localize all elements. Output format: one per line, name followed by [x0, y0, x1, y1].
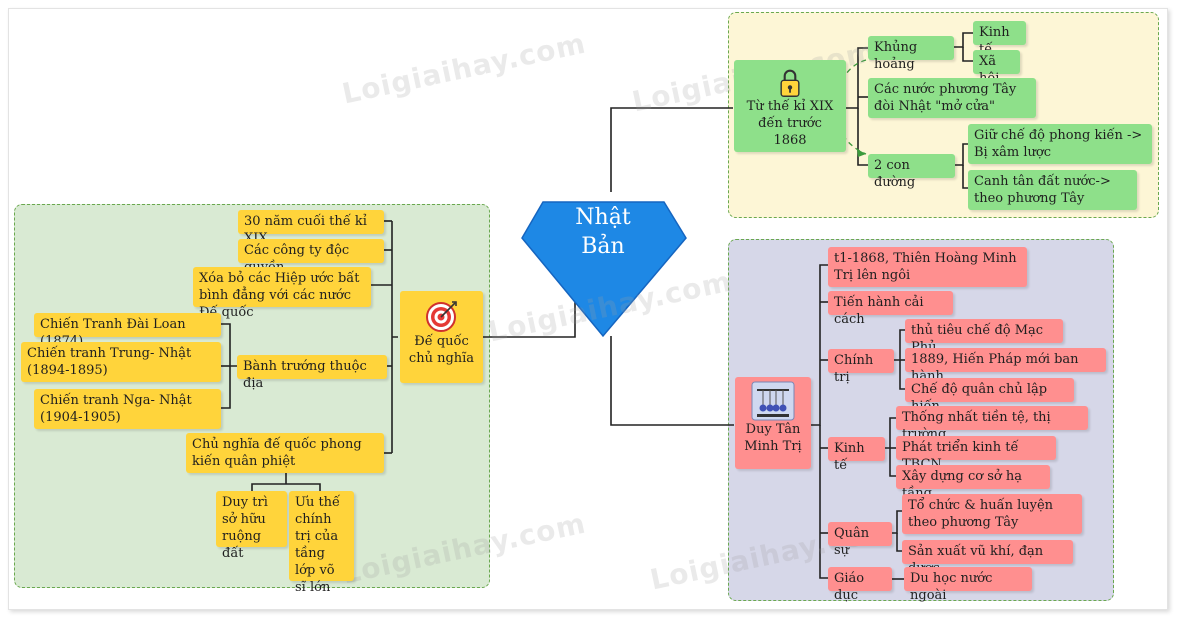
economy-node[interactable]: Kinh tế: [828, 437, 885, 473]
crisis-society[interactable]: Xã hội: [973, 50, 1020, 86]
late-19th-century-node[interactable]: 30 năm cuối thế kỉ XIX: [238, 210, 384, 246]
hub-imperialism[interactable]: Đế quốc chủ nghĩa: [400, 291, 483, 383]
economy-item-3[interactable]: Xây dựng cơ sở hạ tầng: [896, 465, 1050, 501]
crisis-node[interactable]: Khủng hoảng: [868, 36, 954, 72]
newtons-cradle-icon: [751, 381, 795, 421]
reform-node[interactable]: Tiến hành cải cách: [828, 291, 953, 327]
samurai-advantage-node[interactable]: Ưu thế chính trị của tầng lớp võ sĩ lớn: [289, 491, 354, 595]
war-russo-japanese[interactable]: Chiến tranh Nga- Nhật (1904-1905): [34, 389, 221, 429]
page-frame: [8, 8, 1168, 610]
hub-meiji[interactable]: Duy Tân Minh Trị: [735, 377, 811, 469]
western-demand-node[interactable]: Các nước phương Tây đòi Nhật "mở cửa": [868, 78, 1036, 118]
war-sino-japanese[interactable]: Chiến tranh Trung- Nhật (1894-1895): [21, 342, 221, 382]
education-node[interactable]: Giáo dục: [828, 567, 892, 603]
land-ownership-node[interactable]: Duy trì sở hữu ruộng đất: [216, 491, 287, 561]
target-icon: [425, 301, 457, 332]
hub-imperialism-label: Đế quốc chủ nghĩa: [408, 334, 475, 366]
lock-icon: [780, 69, 800, 97]
education-item-1[interactable]: Du học nước ngoài: [904, 567, 1032, 603]
politics-item-1[interactable]: thủ tiêu chế độ Mạc Phủ: [905, 319, 1063, 355]
politics-node[interactable]: Chính trị: [828, 349, 894, 385]
emperor-node[interactable]: t1-1868, Thiên Hoàng Minh Trị lên ngôi: [828, 247, 1027, 287]
path-reform[interactable]: Canh tân đất nước-> theo phương Tây: [968, 170, 1137, 210]
politics-item-2[interactable]: 1889, Hiến Pháp mới ban hành: [905, 348, 1106, 384]
two-paths-node[interactable]: 2 con đường: [868, 154, 955, 190]
military-item-2[interactable]: Sản xuất vũ khí, đạn dược: [902, 540, 1073, 576]
militarist-imperialism-node[interactable]: Chủ nghĩa đế quốc phong kiến quân phiệt: [186, 433, 384, 473]
center-title-line2: Bản: [581, 234, 625, 259]
treaty-abolition-node[interactable]: Xóa bỏ các Hiệp ước bất bình đẳng với cá…: [193, 267, 371, 320]
hub-pre-1868-label: Từ thế kỉ XIX đến trước 1868: [746, 99, 834, 148]
center-diamond: [521, 201, 687, 338]
path-feudal[interactable]: Giữ chế độ phong kiến -> Bị xâm lược: [968, 124, 1152, 164]
war-taiwan[interactable]: Chiến Tranh Đài Loan (1874): [34, 313, 221, 349]
hub-meiji-label: Duy Tân Minh Trị: [744, 422, 802, 454]
hub-pre-1868[interactable]: Từ thế kỉ XIX đến trước 1868: [734, 60, 846, 152]
military-item-1[interactable]: Tổ chức & huấn luyện theo phương Tây: [902, 494, 1082, 534]
center-title: Nhật Bản: [522, 203, 684, 261]
politics-item-3[interactable]: Chế độ quân chủ lập hiến: [905, 378, 1074, 414]
military-node[interactable]: Quân sự: [828, 522, 892, 558]
economy-item-2[interactable]: Phát triển kinh tế TBCN: [896, 436, 1056, 472]
crisis-economy[interactable]: Kinh tế: [973, 21, 1026, 57]
economy-item-1[interactable]: Thống nhất tiền tệ, thị trường: [896, 406, 1088, 442]
center-title-line1: Nhật: [575, 205, 631, 230]
expansion-node[interactable]: Bành trướng thuộc địa: [237, 355, 387, 391]
monopoly-node[interactable]: Các công ty độc quyền: [238, 239, 384, 275]
